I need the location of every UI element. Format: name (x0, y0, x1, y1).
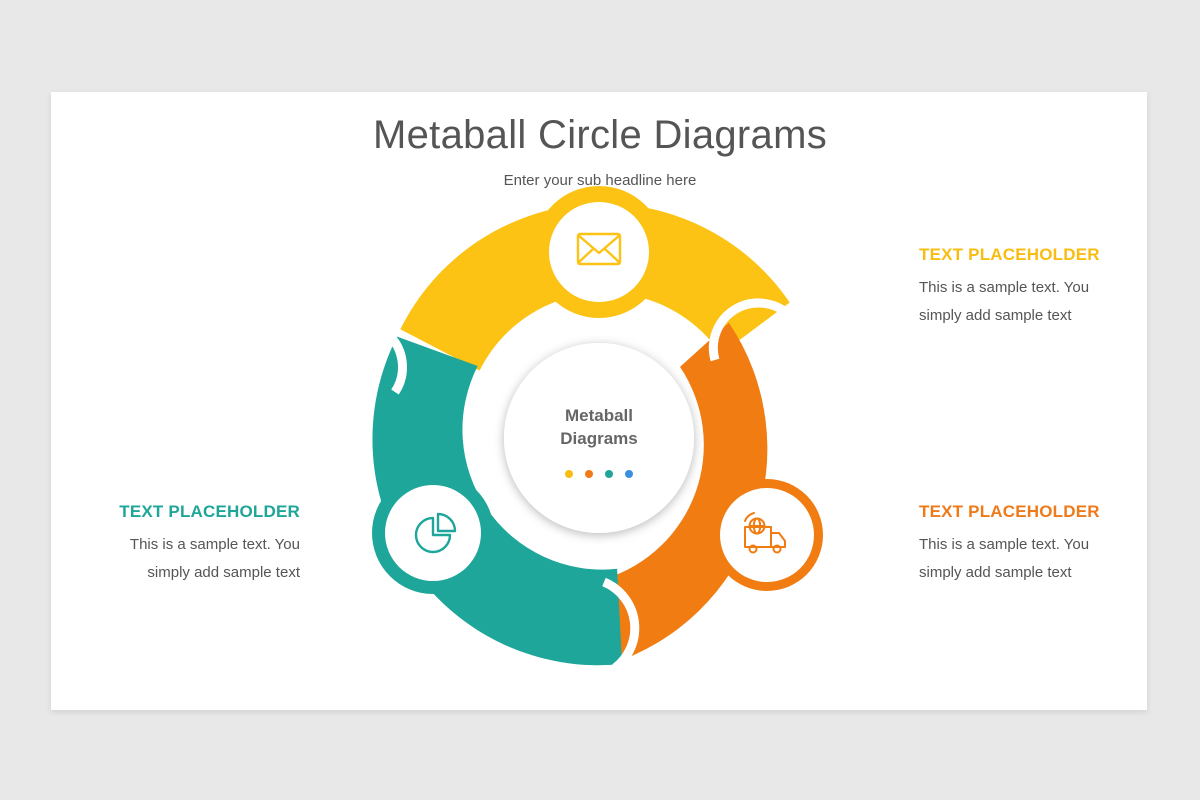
body-left: This is a sample text. You simply add sa… (100, 531, 300, 587)
center-dot (625, 470, 633, 478)
delivery-truck-icon (744, 512, 786, 554)
center-label-line2: Diagrams (560, 429, 637, 448)
center-dot (585, 470, 593, 478)
text-block-bottom-right: TEXT PLACEHOLDER This is a sample text. … (919, 502, 1119, 587)
heading-bottom-right: TEXT PLACEHOLDER (919, 502, 1100, 521)
envelope-icon (576, 232, 622, 266)
page-subtitle: Enter your sub headline here (503, 172, 697, 189)
heading-left: TEXT PLACEHOLDER (119, 502, 300, 521)
segment-orange (605, 322, 768, 665)
text-block-left: TEXT PLACEHOLDER This is a sample text. … (100, 502, 300, 587)
page-title: Metaball Circle Diagrams (373, 113, 827, 157)
center-label-line1: Metaball (565, 406, 633, 425)
center-circle (504, 343, 694, 533)
body-top-right-line1: This is a sample text. You (919, 279, 1090, 296)
text-block-top-right: TEXT PLACEHOLDER This is a sample text. … (919, 245, 1119, 330)
body-bottom-right: This is a sample text. You simply add sa… (919, 531, 1119, 587)
body-left-line1: This is a sample text. You (129, 536, 300, 553)
pie-chart-icon (414, 512, 457, 554)
node-orange-inner (720, 488, 814, 582)
heading-top-right: TEXT PLACEHOLDER (919, 245, 1100, 264)
body-top-right-line2: simply add sample text (919, 307, 1072, 324)
center-dot (565, 470, 573, 478)
body-bottom-right-line2: simply add sample text (919, 564, 1072, 581)
center-dots (565, 470, 633, 478)
body-top-right: This is a sample text. You simply add sa… (919, 274, 1119, 330)
center-dot (605, 470, 613, 478)
body-left-line2: simply add sample text (147, 564, 300, 581)
body-bottom-right-line1: This is a sample text. You (919, 536, 1090, 553)
